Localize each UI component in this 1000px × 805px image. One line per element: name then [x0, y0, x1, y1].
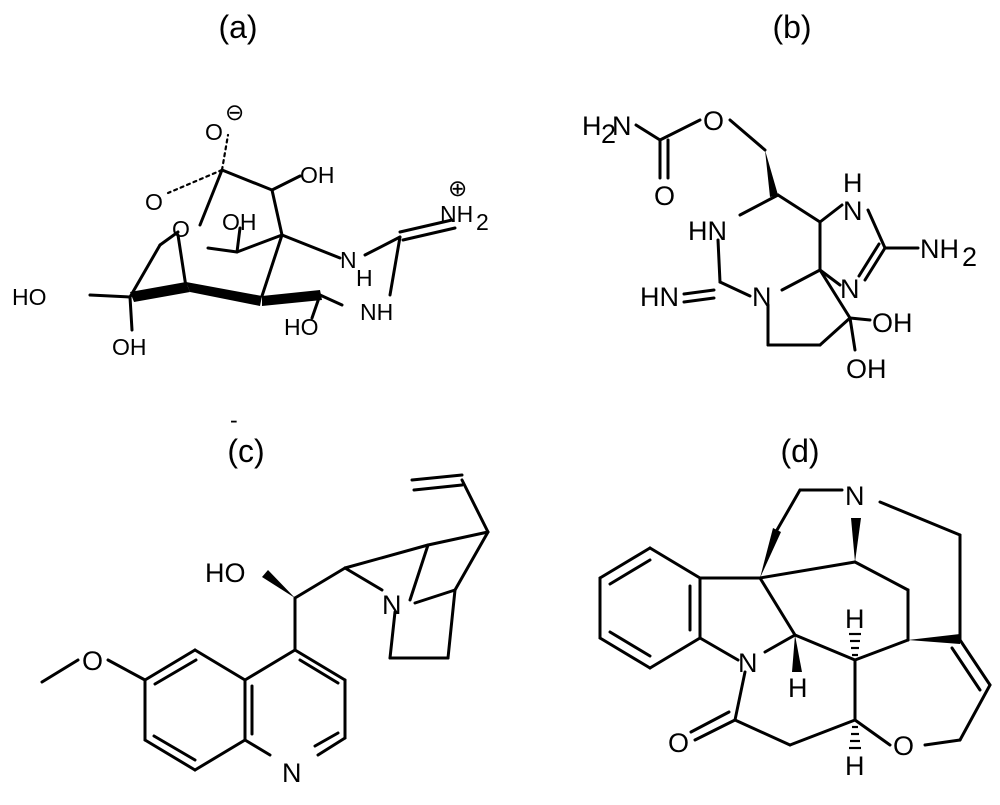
structure-d-atoms: N H N H O O H — [668, 481, 914, 781]
structure-c-atoms: HO N O N — [82, 558, 402, 788]
atom-a-ho-bottom: HO — [284, 314, 319, 340]
atom-b-nh2: NH — [920, 234, 959, 264]
structure-d-bonds — [598, 488, 992, 750]
atom-a-ho-left: HO — [12, 284, 47, 310]
atom-a-o-ring: O — [145, 189, 163, 215]
panel-label-d: (d) — [780, 433, 819, 469]
atom-b-h2n-h: H — [582, 111, 602, 141]
structure-b-bonds — [634, 118, 920, 352]
atom-c-ho: HO — [205, 558, 246, 588]
atom-d-n-top: N — [845, 481, 865, 511]
panel-label-a: (a) — [218, 9, 257, 45]
atom-b-nh2-subscript: 2 — [962, 242, 977, 272]
panel-label-c: (c) — [227, 433, 264, 469]
panel-label-b: (b) — [772, 9, 811, 45]
structure-c-quinine: HO N O N — [40, 473, 490, 788]
atom-d-o-ether: O — [893, 731, 914, 761]
atom-a-minus-charge: ⊖ — [225, 99, 244, 125]
atom-a-oh-mid: OH — [222, 209, 257, 235]
atom-b-hn-imine: HN — [640, 282, 679, 312]
atom-a-oh-top: OH — [300, 162, 335, 188]
structure-a-bonds — [88, 133, 457, 332]
atom-a-nh-bottom: NH — [360, 299, 393, 325]
atom-b-n-top: N — [843, 196, 863, 226]
atom-b-oh-2: OH — [846, 354, 887, 384]
atom-c-n-pyridine: N — [282, 758, 302, 788]
atom-d-n-lactam: N — [738, 648, 758, 678]
atom-a-o-bridge: O — [172, 216, 190, 242]
structure-d-strychnine: N H N H O O H — [598, 481, 992, 781]
atom-a-oh-lower: OH — [112, 334, 147, 360]
atom-c-n-quinuclidine: N — [382, 590, 402, 620]
atom-b-h-top: H — [843, 168, 863, 198]
atom-a-nh2: NH — [440, 201, 473, 227]
structure-a-atoms: O ⊖ O O OH OH NH 2 ⊕ N H NH HO HO OH — [12, 99, 489, 360]
structure-b-saxitoxin: H 2 N O O H N HN NH 2 N HN N OH OH — [582, 106, 977, 384]
structure-c-bonds — [40, 473, 490, 772]
stray-tick-mark: - — [230, 407, 238, 433]
atom-b-o-carbonyl: O — [654, 181, 675, 211]
atom-a-n-ring: N — [340, 247, 357, 273]
structure-b-atoms: H 2 N O O H N HN NH 2 N HN N OH OH — [582, 106, 977, 384]
atom-d-h-left: H — [788, 673, 808, 703]
atom-a-o-minus: O — [205, 119, 223, 145]
atom-a-n-h: H — [356, 265, 373, 291]
atom-b-n-ring: N — [840, 274, 860, 304]
atom-b-hn: HN — [688, 216, 727, 246]
atom-b-oh-1: OH — [872, 308, 913, 338]
atom-b-n-pyrrol: N — [752, 282, 772, 312]
atom-c-o-methoxy: O — [82, 646, 103, 676]
atom-a-plus-charge: ⊕ — [448, 175, 467, 201]
atom-a-nh2-subscript: 2 — [476, 209, 489, 235]
atom-d-h-mid: H — [845, 604, 865, 634]
atom-b-h2n-n: N — [612, 111, 632, 141]
atom-d-h-bottom: H — [845, 751, 865, 781]
atom-b-o-ester: O — [703, 106, 724, 136]
atom-d-o-carbonyl: O — [668, 728, 689, 758]
atom-b-h2n-subscript: 2 — [601, 119, 616, 149]
structure-a-tetrodotoxin: O ⊖ O O OH OH NH 2 ⊕ N H NH HO HO OH — [12, 99, 489, 360]
